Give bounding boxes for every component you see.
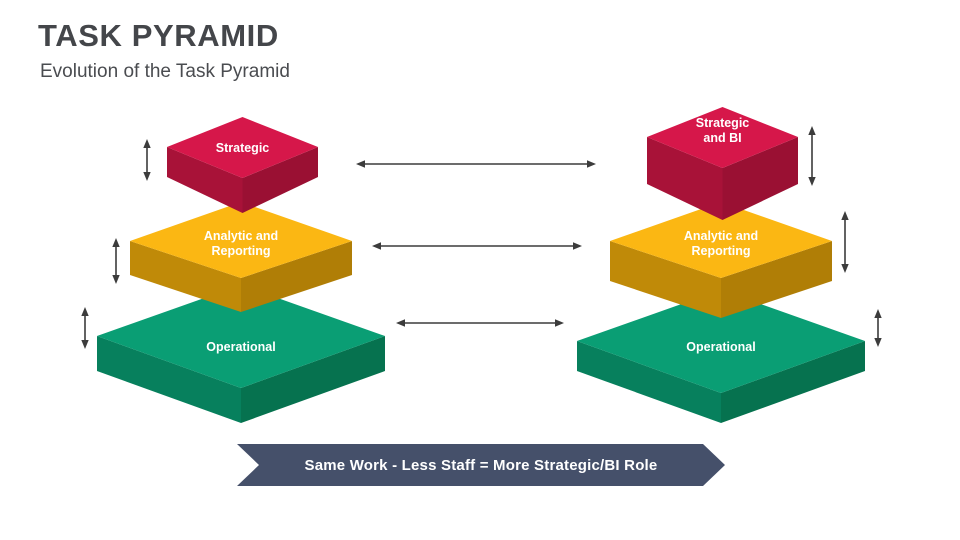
measure-arrow-right-strategic-bi[interactable] bbox=[806, 126, 818, 186]
connector-arrow-operational[interactable] bbox=[396, 317, 564, 329]
measure-arrow-right-analytic[interactable] bbox=[839, 211, 851, 273]
left-pyramid-layer-analytic[interactable] bbox=[128, 200, 354, 312]
summary-banner-text: Same Work - Less Staff = More Strategic/… bbox=[304, 456, 658, 474]
left-pyramid-layer-operational[interactable] bbox=[95, 283, 387, 423]
page-subtitle: Evolution of the Task Pyramid bbox=[40, 61, 290, 82]
right-pyramid-layer-operational[interactable] bbox=[575, 288, 867, 423]
measure-arrow-left-operational[interactable] bbox=[79, 307, 91, 349]
page-title: TASK PYRAMID bbox=[38, 18, 279, 53]
measure-arrow-left-analytic[interactable] bbox=[110, 238, 122, 284]
right-pyramid-layer-strategic-bi[interactable] bbox=[645, 105, 800, 220]
banner-chevron-shape bbox=[237, 444, 725, 486]
measure-arrow-left-strategic[interactable] bbox=[141, 139, 153, 181]
connector-arrow-analytic[interactable] bbox=[372, 240, 582, 252]
summary-banner[interactable]: Same Work - Less Staff = More Strategic/… bbox=[237, 444, 725, 486]
left-pyramid-layer-strategic[interactable] bbox=[165, 115, 320, 213]
measure-arrow-right-operational[interactable] bbox=[872, 309, 884, 347]
connector-arrow-strategic[interactable] bbox=[356, 158, 596, 170]
right-pyramid-layer-analytic[interactable] bbox=[608, 200, 834, 318]
